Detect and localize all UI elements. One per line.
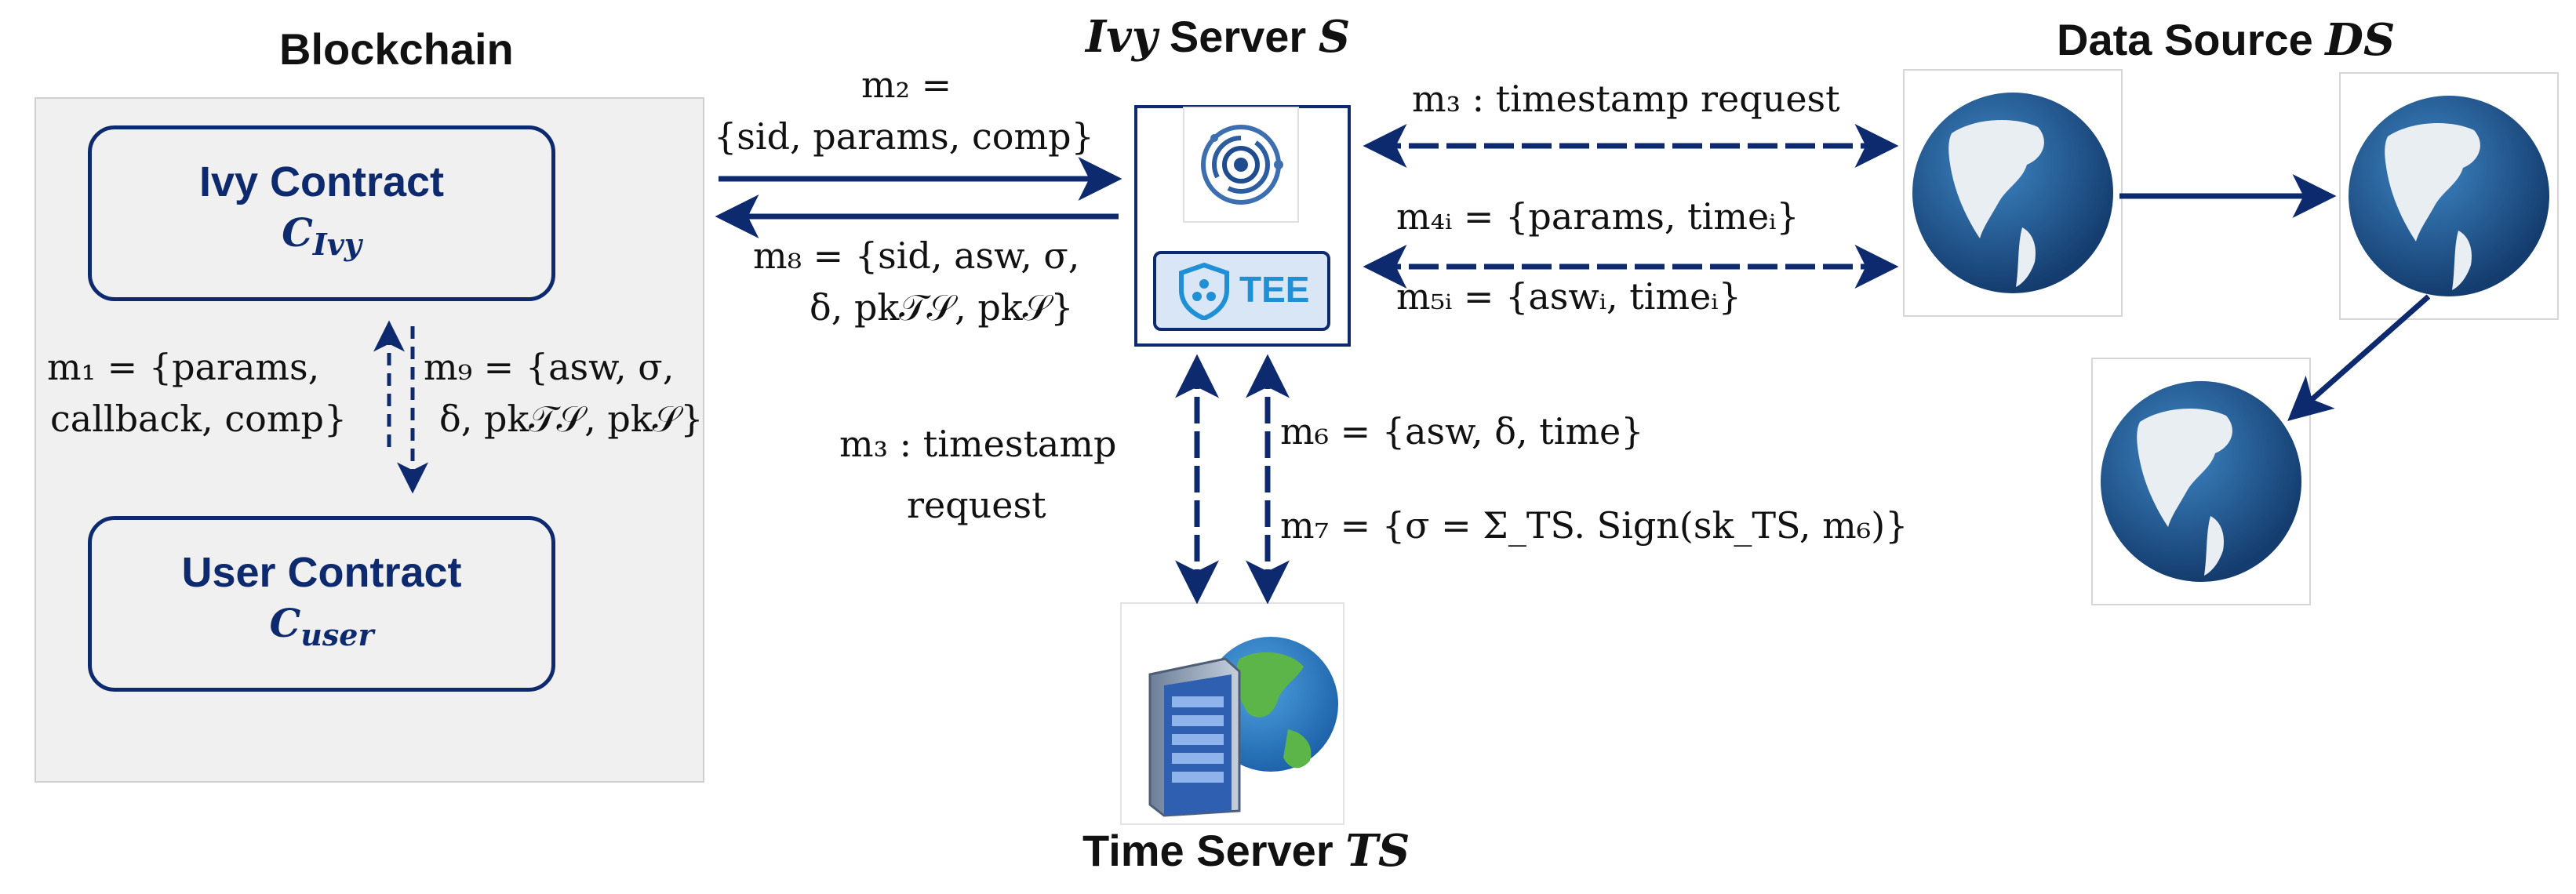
ivy-contract-box: Ivy Contract CIvy (88, 125, 555, 301)
m3-top-label: m₃ : timestamp request (1412, 78, 1840, 120)
ivy-logo-icon (1201, 125, 1283, 205)
user-contract-name: User Contract (181, 549, 462, 596)
m8-label-line1: m₈ = {sid, asw, σ, (753, 234, 1080, 277)
ivy-contract-symbol: CIvy (282, 209, 362, 262)
m1-label-line2: callback, comp} (50, 398, 347, 440)
globe-2-to-3-arrow (2287, 294, 2431, 421)
data-source-globe-3 (2091, 358, 2311, 605)
data-source-globe-2 (2339, 72, 2559, 320)
m9-label-line2: δ, pk𝒯𝒮, pk𝒮} (439, 398, 704, 440)
time-server-title: Time Server TS (1082, 825, 1410, 877)
m8-label-line2: δ, pk𝒯𝒮, pk𝒮} (810, 286, 1074, 329)
data-source-globe-1 (1903, 69, 2123, 317)
m5i-label: m₅ᵢ = {aswᵢ, timeᵢ} (1396, 275, 1741, 318)
tee-badge: TEE (1153, 251, 1330, 331)
m2-label-line1: m₂ = (861, 64, 952, 106)
m3-bottom-label-line2: request (907, 484, 1046, 526)
m2-label-line2: {sid, params, comp} (714, 115, 1094, 158)
m7-label: m₇ = {σ = Σ_TS. Sign(sk_TS, m₆)} (1280, 504, 1908, 547)
ivy-logo-frame (1183, 107, 1299, 223)
user-contract-symbol: Cuser (269, 600, 374, 652)
ivy-contract-name: Ivy Contract (198, 158, 445, 205)
ivy-server-title: Ivy Server S (1086, 11, 1351, 63)
shield-icon (1179, 262, 1229, 320)
blockchain-panel (35, 97, 704, 783)
m3-bottom-label-line1: m₃ : timestamp (839, 423, 1117, 465)
user-contract-box: User Contract Cuser (88, 516, 555, 692)
data-source-title: Data Source DS (2057, 14, 2396, 66)
globe-icon (2101, 381, 2301, 582)
globe-icon (1912, 93, 2113, 293)
globe-icon (2349, 96, 2549, 296)
m1-label-line1: m₁ = {params, (47, 346, 320, 388)
blockchain-title: Blockchain (279, 24, 514, 74)
m4i-label: m₄ᵢ = {params, timeᵢ} (1396, 195, 1799, 238)
tee-label: TEE (1239, 269, 1310, 310)
m6-label: m₆ = {asw, δ, time} (1280, 410, 1644, 452)
server-globe-icon (1148, 637, 1338, 817)
time-server-image (1120, 602, 1344, 825)
m9-label-line1: m₉ = {asw, σ, (424, 346, 675, 388)
